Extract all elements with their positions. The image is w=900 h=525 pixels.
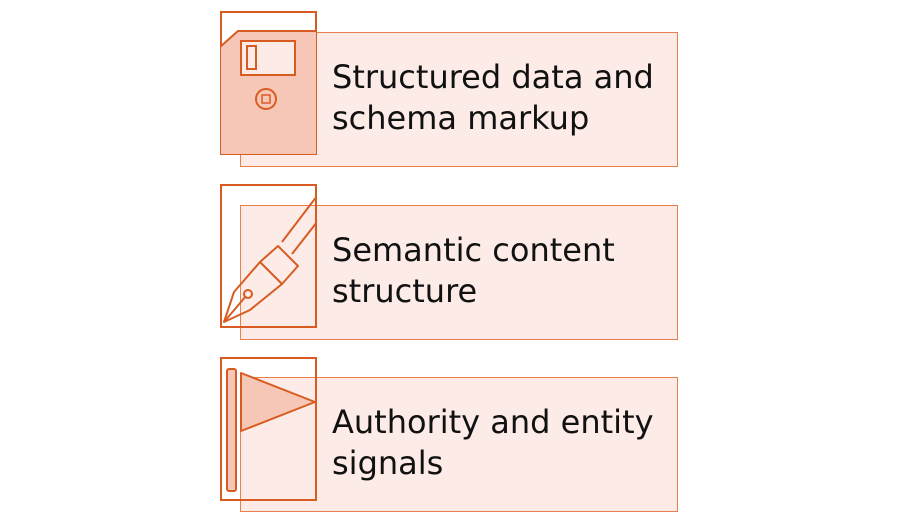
- item-label-1-line2: schema markup: [332, 99, 590, 137]
- icon-frame-1: [220, 11, 317, 155]
- item-label-3-line2: signals: [332, 444, 444, 482]
- item-label-3-line1: Authority and entity: [332, 403, 654, 441]
- item-label-2-line1: Semantic content: [332, 231, 615, 269]
- item-label-1-line1: Structured data and: [332, 58, 654, 96]
- item-label-2: Semantic content structure: [332, 230, 672, 312]
- icon-frame-2: [220, 184, 317, 328]
- item-label-2-line2: structure: [332, 272, 478, 310]
- item-label-3: Authority and entity signals: [332, 402, 672, 484]
- fountain-pen-icon: [223, 195, 317, 323]
- icon-frame-3: [220, 357, 317, 501]
- card-authority-signals: [240, 377, 678, 512]
- flag-icon: [226, 368, 316, 492]
- floppy-disk-icon: [220, 30, 317, 155]
- item-label-1: Structured data and schema markup: [332, 57, 672, 139]
